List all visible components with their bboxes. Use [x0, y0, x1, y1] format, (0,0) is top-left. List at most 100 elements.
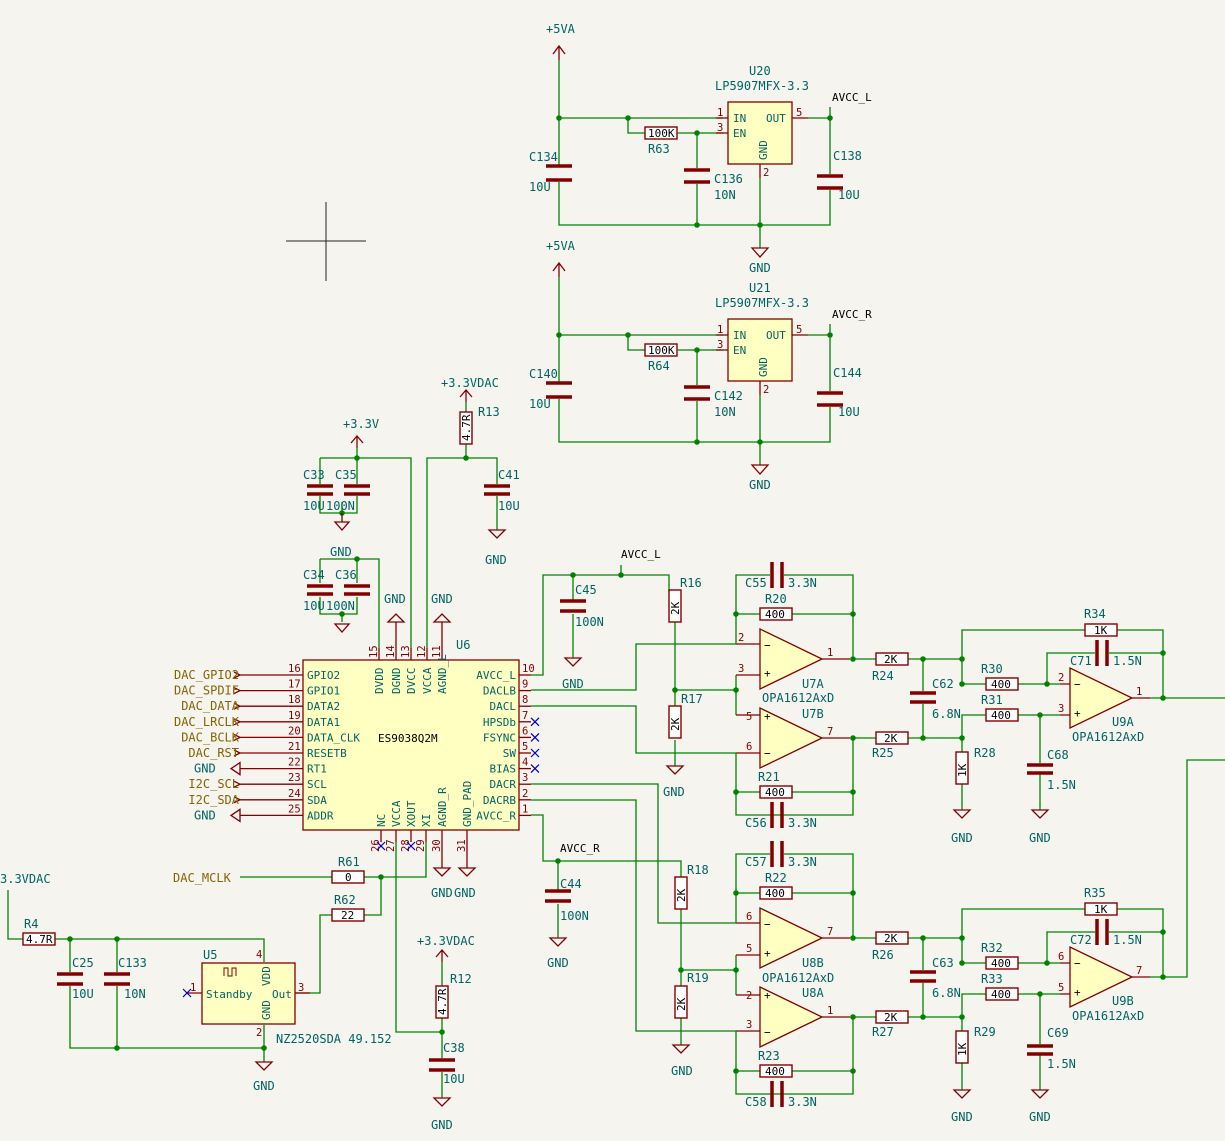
svg-text:R26: R26 [872, 948, 894, 962]
svg-text:+: + [764, 947, 771, 960]
svg-text:6.8N: 6.8N [932, 707, 961, 721]
dac-pin-name: DACR [490, 778, 517, 791]
dac-pin-number: 11 [431, 645, 443, 658]
svg-text:R19: R19 [687, 971, 709, 985]
global-net-label: DAC_DATA [181, 699, 240, 713]
svg-text:−: − [764, 918, 771, 931]
svg-text:R13: R13 [478, 405, 500, 419]
dac-pin-name: XOUT [405, 800, 418, 827]
svg-text:R23: R23 [758, 1049, 780, 1063]
svg-text:3.3N: 3.3N [788, 576, 817, 590]
svg-text:U7B: U7B [802, 707, 824, 721]
dac-pin-number: 21 [288, 741, 301, 753]
svg-text:+: + [1074, 986, 1081, 999]
svg-text:GND: GND [951, 831, 973, 845]
dac-pin-number: 2 [522, 788, 528, 800]
svg-text:10U: 10U [72, 987, 94, 1001]
svg-text:2K: 2K [884, 932, 898, 945]
svg-text:NZ2520SDA 49.152: NZ2520SDA 49.152 [276, 1032, 392, 1046]
svg-text:1.5N: 1.5N [1047, 778, 1076, 792]
right-channel-filter: 2K R18 2K R19 GND − + 6 5 7 U8B OPA1612A… [531, 759, 1225, 1124]
svg-text:C72: C72 [1070, 933, 1092, 947]
svg-text:R25: R25 [872, 746, 894, 760]
dac-pin-number: 15 [368, 645, 380, 658]
svg-text:10U: 10U [529, 180, 551, 194]
svg-text:10U: 10U [529, 397, 551, 411]
dac-pin-number: 12 [416, 645, 428, 658]
svg-text:R34: R34 [1084, 607, 1106, 621]
dac-avcc-wiring: AVCC_L C45 100N GND AVCC_R C44 100N GND [531, 548, 682, 970]
svg-text:7: 7 [1136, 965, 1142, 977]
dac-pin-number: 17 [288, 679, 301, 691]
svg-text:R22: R22 [765, 871, 787, 885]
dac-bottom-support: GND GND DAC_MCLK 0 R61 22 R62 +3.3VDAC 4… [173, 842, 477, 1132]
svg-text:Out: Out [272, 988, 292, 1001]
svg-text:C63: C63 [932, 956, 954, 970]
svg-text:GND: GND [757, 357, 770, 377]
svg-text:3.3N: 3.3N [788, 1095, 817, 1109]
svg-text:4.7R: 4.7R [26, 933, 53, 946]
dac-part-label: ES9038Q2M [378, 732, 438, 745]
svg-text:GND: GND [1029, 1110, 1051, 1124]
svg-text:400: 400 [765, 786, 785, 799]
svg-text:R27: R27 [872, 1025, 894, 1039]
dac-pin-name: DATA2 [307, 700, 340, 713]
svg-text:GND: GND [757, 140, 770, 160]
svg-text:C69: C69 [1047, 1026, 1069, 1040]
svg-text:+3.3V: +3.3V [343, 417, 379, 431]
svg-text:2K: 2K [675, 888, 688, 902]
svg-text:1: 1 [827, 1005, 833, 1017]
dac-supply-decoupling: +3.3V C33 10U C35 100N GND C34 10U C36 1… [303, 376, 520, 648]
svg-text:C34: C34 [303, 568, 325, 582]
dac-pin-name: GPIO2 [307, 669, 340, 682]
svg-text:R12: R12 [450, 972, 472, 986]
svg-text:400: 400 [765, 608, 785, 621]
dac-pin-number: 31 [456, 839, 468, 852]
svg-text:1K: 1K [956, 1042, 969, 1056]
svg-text:1: 1 [717, 324, 723, 336]
svg-text:GND: GND [253, 1079, 275, 1093]
dac-pin-name: AGND_R [436, 787, 449, 827]
svg-text:5: 5 [746, 943, 752, 955]
svg-text:3: 3 [298, 982, 304, 994]
dac-pin-name: DVCC [405, 668, 418, 695]
dac-pin-name: NC [375, 814, 388, 827]
svg-text:U9A: U9A [1112, 715, 1134, 729]
dac-pin-name: GND_PAD [461, 781, 474, 827]
svg-text:R17: R17 [681, 692, 703, 706]
svg-text:C136: C136 [714, 172, 743, 186]
dac-pin-name: GPIO1 [307, 685, 340, 698]
svg-text:OPA1612AxD: OPA1612AxD [1072, 1009, 1144, 1023]
svg-text:OUT: OUT [766, 329, 786, 342]
dac-pin-number: 14 [385, 645, 397, 658]
svg-text:GND: GND [951, 1110, 973, 1124]
svg-text:C33: C33 [303, 468, 325, 482]
svg-text:22: 22 [341, 909, 354, 922]
svg-text:C140: C140 [529, 367, 558, 381]
svg-text:R62: R62 [334, 893, 356, 907]
svg-text:1: 1 [190, 982, 196, 994]
svg-text:U8A: U8A [802, 986, 824, 1000]
svg-text:400: 400 [765, 887, 785, 900]
global-net-label: DAC_LRCLK [174, 715, 240, 729]
svg-text:10N: 10N [124, 987, 146, 1001]
svg-text:GND: GND [1029, 831, 1051, 845]
svg-text:R64: R64 [648, 359, 670, 373]
svg-text:EN: EN [733, 127, 746, 140]
svg-text:100N: 100N [326, 599, 355, 613]
dac-pin-name: RT1 [307, 763, 327, 776]
u20-ref: U20 [749, 64, 771, 78]
svg-text:3: 3 [1058, 703, 1064, 715]
svg-text:−: − [764, 747, 771, 760]
dac-pin-name: DATA_CLK [307, 731, 360, 744]
svg-text:U6: U6 [456, 638, 470, 652]
svg-text:1: 1 [1136, 686, 1142, 698]
svg-text:+: + [764, 989, 771, 1002]
svg-text:4.7R: 4.7R [460, 414, 473, 441]
dac-pin-name: SW [503, 747, 517, 760]
svg-text:2K: 2K [884, 732, 898, 745]
clock-waveform-icon [223, 967, 237, 977]
